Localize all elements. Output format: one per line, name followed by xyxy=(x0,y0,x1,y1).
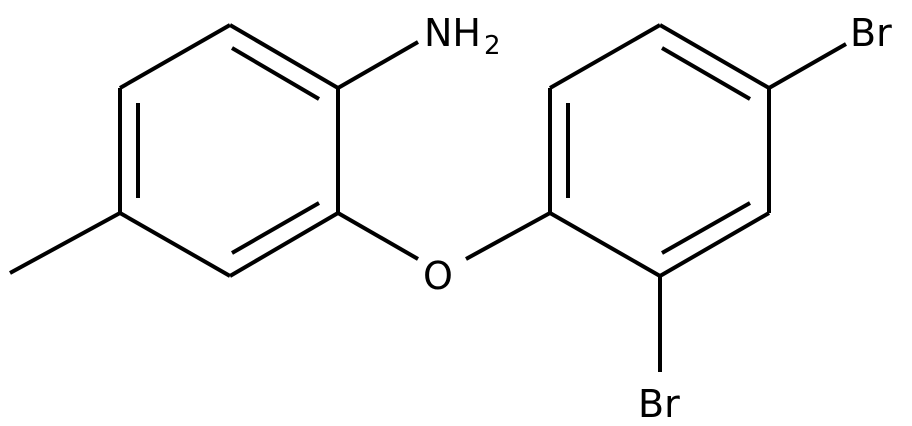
double-bond-inner-lower-right xyxy=(661,201,751,255)
ether-bond-left xyxy=(337,211,419,261)
amine-label: NH xyxy=(424,11,481,55)
bromine-ortho-label: Br xyxy=(638,382,680,426)
dibromophenyl-ring xyxy=(548,23,771,278)
bond-r2-r3 xyxy=(549,23,661,90)
methyl-bond xyxy=(9,211,121,275)
bromine-para-label: Br xyxy=(850,11,892,55)
amine-bond xyxy=(337,40,419,90)
amine-subscript: 2 xyxy=(484,31,501,61)
bond-c4-c5 xyxy=(228,211,340,278)
bond-c1-c2 xyxy=(119,23,231,90)
bond-c5-c6 xyxy=(119,211,231,278)
double-bond-inner-upper-right xyxy=(660,46,752,101)
double-bond-inner-lower-right xyxy=(231,201,320,255)
aniline-ring xyxy=(118,23,340,278)
bond-r5-r6 xyxy=(658,211,771,278)
bond-r6-r1 xyxy=(549,211,661,278)
double-bond-inner-upper-right xyxy=(230,46,321,101)
ether-oxygen-label: O xyxy=(423,254,453,298)
ether-bond-right xyxy=(465,211,551,261)
bond-c2-c3 xyxy=(228,23,340,90)
bromine-para-bond xyxy=(768,42,847,90)
bond-r3-r4 xyxy=(658,23,771,90)
